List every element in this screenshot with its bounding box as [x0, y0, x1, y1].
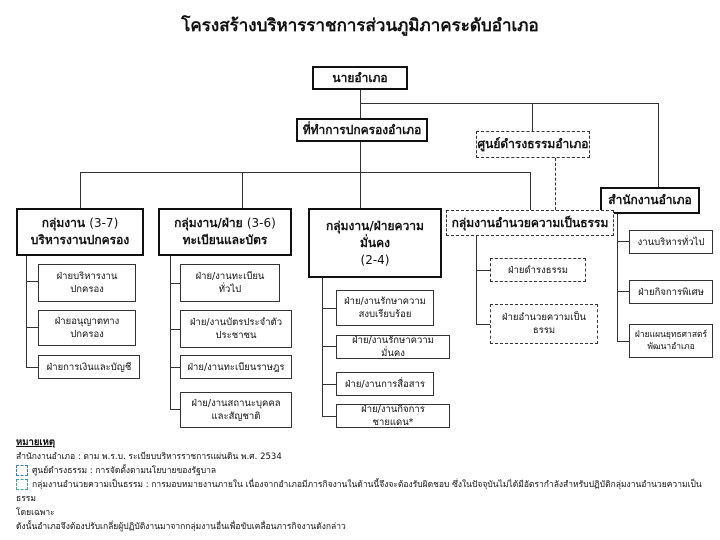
group-admin-title: กลุ่มงาน	[41, 216, 86, 230]
admin-item-3: ฝ่ายการเงินและบัญชี	[38, 355, 140, 379]
registry-item-4: ฝ่าย/งานสถานะบุคคลและสัญชาติ	[180, 392, 292, 428]
group-security-count: (2-4)	[360, 252, 390, 267]
notes-line-3: กลุ่มงานอำนวยความเป็นธรรม : การมอบหมายงา…	[16, 480, 702, 504]
admin-item-1: ฝ่ายบริหารงานปกครอง	[38, 264, 136, 302]
office-item-1: งานบริหารทั่วไป	[629, 230, 713, 254]
notes-line-2: ศูนย์ดำรงธรรม : การจัดตั้งตามนโยบายของรั…	[32, 466, 217, 476]
security-item-4: ฝ่าย/งานกิจการชายแดน*	[336, 404, 450, 428]
group-admin: กลุ่มงาน (3-7) บริหารงานปกครอง	[16, 208, 144, 256]
registry-item-2: ฝ่าย/งานบัตรประจำตัวประชาชน	[180, 310, 292, 348]
group-security-title: กลุ่มงาน/ฝ่ายความมั่นคง	[326, 218, 424, 250]
office-box: ที่ทำการปกครองอำเภอ	[296, 118, 428, 142]
group-admin-title2: บริหารงานปกครอง	[30, 233, 130, 247]
district-office-box: สำนักงานอำเภอ	[600, 187, 700, 214]
registry-item-1: ฝ่าย/งานทะเบียนทั่วไป	[180, 264, 280, 302]
security-item-3: ฝ่าย/งานการสื่อสาร	[336, 372, 434, 396]
notes-heading: หมายเหตุ	[16, 437, 56, 448]
group-registry-title: กลุ่มงาน/ฝ่าย	[174, 216, 243, 230]
office-item-2: ฝ่ายกิจการพิเศษ	[629, 280, 713, 304]
notes-line-1: สำนักงานอำเภอ : ตาม พ.ร.บ. ระเบียบบริหาร…	[16, 452, 282, 462]
group-registry-count: (3-6)	[246, 216, 276, 230]
notes: หมายเหตุ สำนักงานอำเภอ : ตาม พ.ร.บ. ระเบ…	[16, 436, 716, 534]
group-admin-count: (3-7)	[89, 216, 119, 230]
head-box: นายอำเภอ	[312, 66, 408, 90]
registry-item-3: ฝ่าย/งานทะเบียนราษฎร	[180, 355, 292, 379]
group-justice: กลุ่มงานอำนวยความเป็นธรรม	[446, 210, 614, 236]
admin-item-2: ฝ่ายอนุญาตทางปกครอง	[38, 310, 136, 346]
group-registry-title2: ทะเบียนและบัตร	[182, 233, 268, 247]
notes-line-4: โดยเฉพาะ	[16, 508, 55, 518]
notes-line-5: ดังนั้นอำเภอจึงต้องปรับเกลี่ยผู้ปฏิบัติง…	[16, 522, 346, 532]
office-item-3: ฝ่ายแผนยุทธศาสตร์พัฒนาอำเภอ	[629, 324, 713, 358]
dashed-box-legend-icon	[16, 465, 28, 476]
group-security: กลุ่มงาน/ฝ่ายความมั่นคง (2-4)	[308, 208, 442, 278]
security-item-1: ฝ่าย/งานรักษาความสงบเรียบร้อย	[336, 290, 434, 326]
chart-title: โครงสร้างบริหารราชการส่วนภูมิภาคระดับอำเ…	[181, 16, 539, 36]
security-item-2: ฝ่าย/งานรักษาความมั่นคง	[336, 335, 450, 359]
justice-item-1: ฝ่ายดำรงธรรม	[490, 258, 586, 282]
group-registry: กลุ่มงาน/ฝ่าย (3-6) ทะเบียนและบัตร	[158, 208, 292, 256]
dashed-box-legend-icon-2	[16, 479, 28, 490]
justice-item-2: ฝ่ายอำนวยความเป็นธรรม	[490, 304, 598, 344]
center-box: ศูนย์ดำรงธรรมอำเภอ	[476, 131, 590, 158]
